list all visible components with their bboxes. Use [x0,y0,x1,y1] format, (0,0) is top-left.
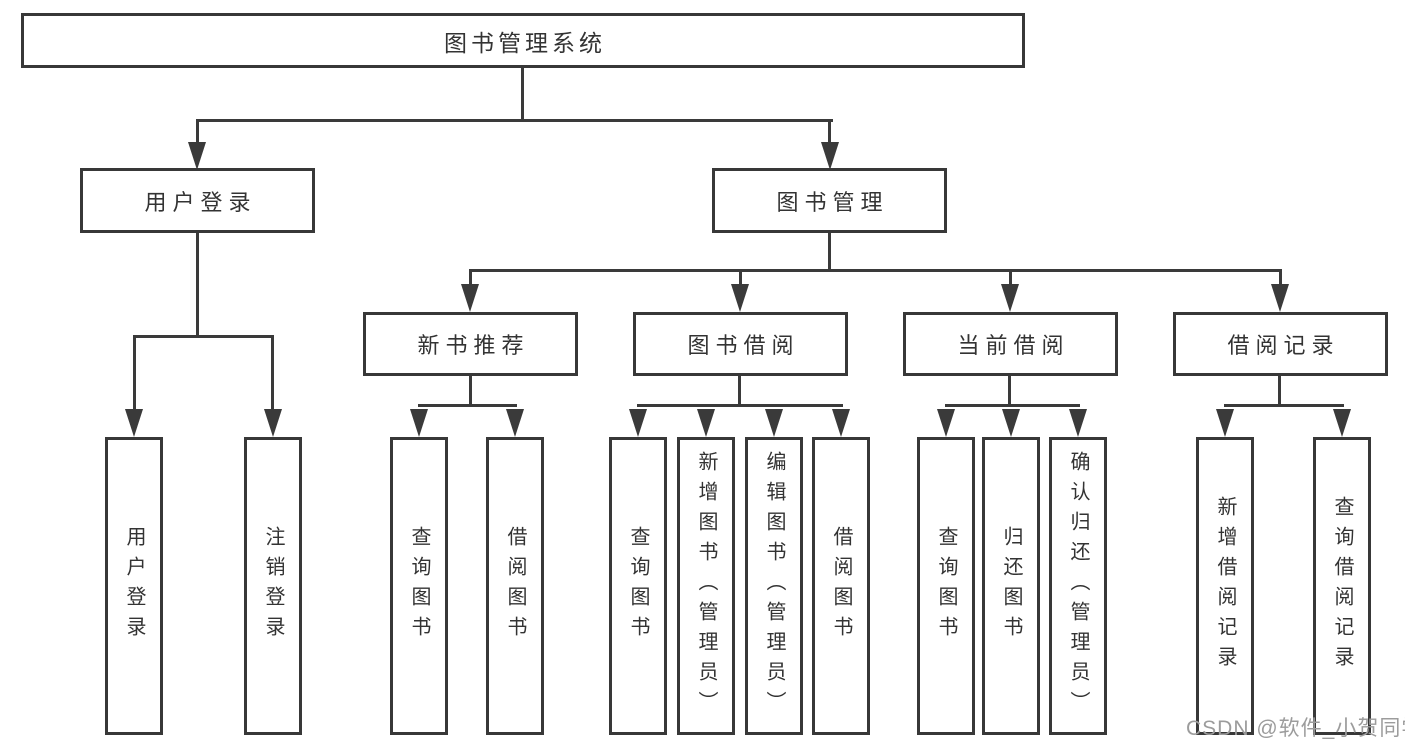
leaf-borrow-books: 借阅图书 [812,437,870,735]
node-label: 当前借阅 [957,333,1070,358]
arrow-down-icon [188,142,206,170]
arrow-down-icon [125,409,143,437]
node-label: 用户登录 [123,526,145,646]
connector-line [1278,376,1281,405]
node-label: 注销登录 [262,526,284,646]
connector-line [739,269,742,286]
node-current-borrowing: 当前借阅 [903,312,1118,376]
connector-line [469,269,1282,272]
arrow-down-icon [1002,409,1020,437]
node-label: 新增借阅记录 [1214,496,1236,676]
connector-line [469,376,472,405]
leaf-query-books-recommend: 查询图书 [390,437,448,735]
connector-line [196,233,199,337]
connector-line [738,376,741,405]
node-label: 借阅图书 [830,526,852,646]
node-label: 查询图书 [408,526,430,646]
watermark-text: CSDN @软件_小贺同学 [1186,717,1405,740]
node-label: 借阅记录 [1227,333,1340,358]
node-label: 编辑图书（管理员） [763,451,785,721]
node-label: 归还图书 [1000,526,1022,646]
node-label: 查询借阅记录 [1331,496,1353,676]
leaf-borrow-books-recommend: 借阅图书 [486,437,544,735]
node-library-management-system: 图书管理系统 [21,13,1025,68]
arrow-down-icon [264,409,282,437]
connector-line [521,68,524,121]
arrow-down-icon [461,284,479,312]
leaf-query-books-current: 查询图书 [917,437,975,735]
node-label: 新书推荐 [417,333,530,358]
leaf-query-borrow-record: 查询借阅记录 [1313,437,1371,735]
node-user-login: 用户登录 [80,168,315,233]
arrow-down-icon [1216,409,1234,437]
node-new-book-recommendation: 新书推荐 [363,312,578,376]
arrow-down-icon [697,409,715,437]
connector-line [418,404,517,407]
arrow-down-icon [506,409,524,437]
node-book-borrowing: 图书借阅 [633,312,848,376]
connector-line [828,233,831,271]
arrow-down-icon [1001,284,1019,312]
connector-line [637,404,843,407]
arrow-down-icon [731,284,749,312]
leaf-user-login: 用户登录 [105,437,163,735]
arrow-down-icon [832,409,850,437]
node-label: 确认归还（管理员） [1067,451,1089,721]
connector-line [1279,269,1282,286]
leaf-logout-login: 注销登录 [244,437,302,735]
arrow-down-icon [821,142,839,170]
node-label: 查询图书 [935,526,957,646]
connector-line [1224,404,1344,407]
arrow-down-icon [937,409,955,437]
arrow-down-icon [629,409,647,437]
node-label: 查询图书 [627,526,649,646]
arrow-down-icon [1333,409,1351,437]
leaf-query-books-borrowing: 查询图书 [609,437,667,735]
connector-line [469,269,472,286]
connector-line [196,119,833,122]
leaf-confirm-return-admin: 确认归还（管理员） [1049,437,1107,735]
node-label: 图书管理系统 [444,29,606,56]
arrow-down-icon [410,409,428,437]
node-label: 借阅图书 [504,526,526,646]
arrow-down-icon [1271,284,1289,312]
connector-line [1009,269,1012,286]
node-label: 图书管理 [776,189,889,215]
leaf-add-borrow-record: 新增借阅记录 [1196,437,1254,735]
connector-line [945,404,1080,407]
leaf-return-books: 归还图书 [982,437,1040,735]
connector-line [133,335,136,413]
connector-line [271,335,274,413]
connector-line [828,119,831,147]
connector-line [196,119,199,147]
node-borrowing-records: 借阅记录 [1173,312,1388,376]
connector-line [133,335,274,338]
leaf-add-books-admin: 新增图书（管理员） [677,437,735,735]
node-label: 图书借阅 [687,333,800,358]
node-book-management: 图书管理 [712,168,947,233]
arrow-down-icon [765,409,783,437]
leaf-edit-books-admin: 编辑图书（管理员） [745,437,803,735]
arrow-down-icon [1069,409,1087,437]
node-label: 用户登录 [144,189,257,215]
connector-line [1008,376,1011,405]
node-label: 新增图书（管理员） [695,451,717,721]
